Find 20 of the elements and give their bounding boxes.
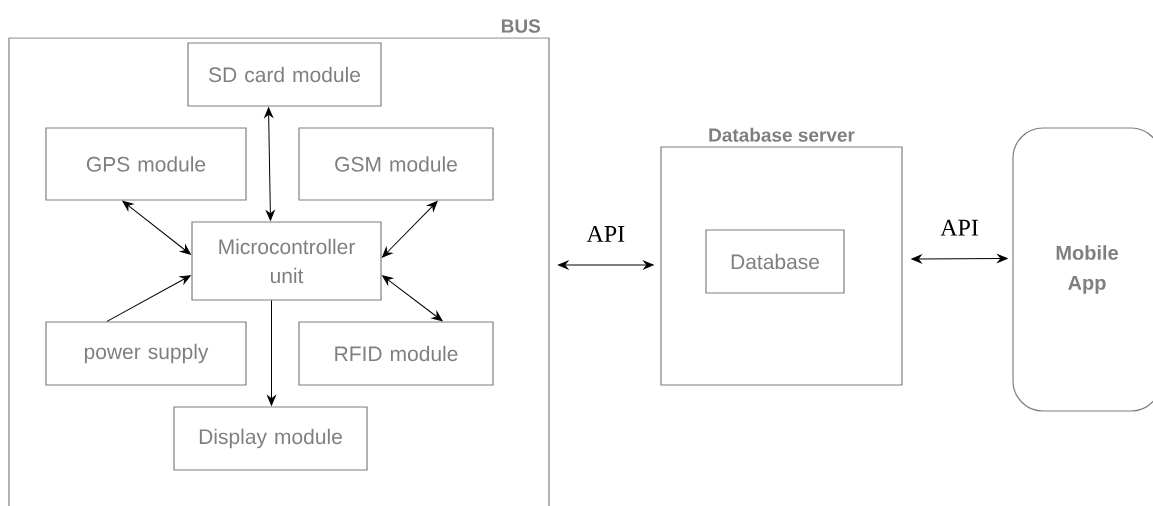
arrow: [558, 260, 654, 270]
arrow: [382, 275, 443, 322]
arrow: [106, 275, 191, 322]
module-box: Display module: [173, 406, 368, 471]
module-box: GPS module: [45, 127, 247, 201]
module-box: Microcontroller unit: [191, 221, 382, 301]
arrow: [264, 107, 275, 221]
arrow: [122, 200, 191, 255]
module-box: SD card module: [187, 42, 382, 107]
arrow: [267, 300, 276, 406]
module-box: Database: [705, 229, 845, 294]
edge-label: API: [939, 218, 980, 237]
arrow: [911, 254, 1008, 264]
edge-label: API: [585, 224, 627, 243]
app-box: Mobile App: [1012, 127, 1153, 412]
module-box: power supply: [45, 321, 247, 386]
arrow: [382, 201, 438, 258]
node-label: Database server: [709, 127, 855, 142]
module-box: RFID module: [298, 321, 494, 386]
module-box: GSM module: [298, 127, 494, 201]
